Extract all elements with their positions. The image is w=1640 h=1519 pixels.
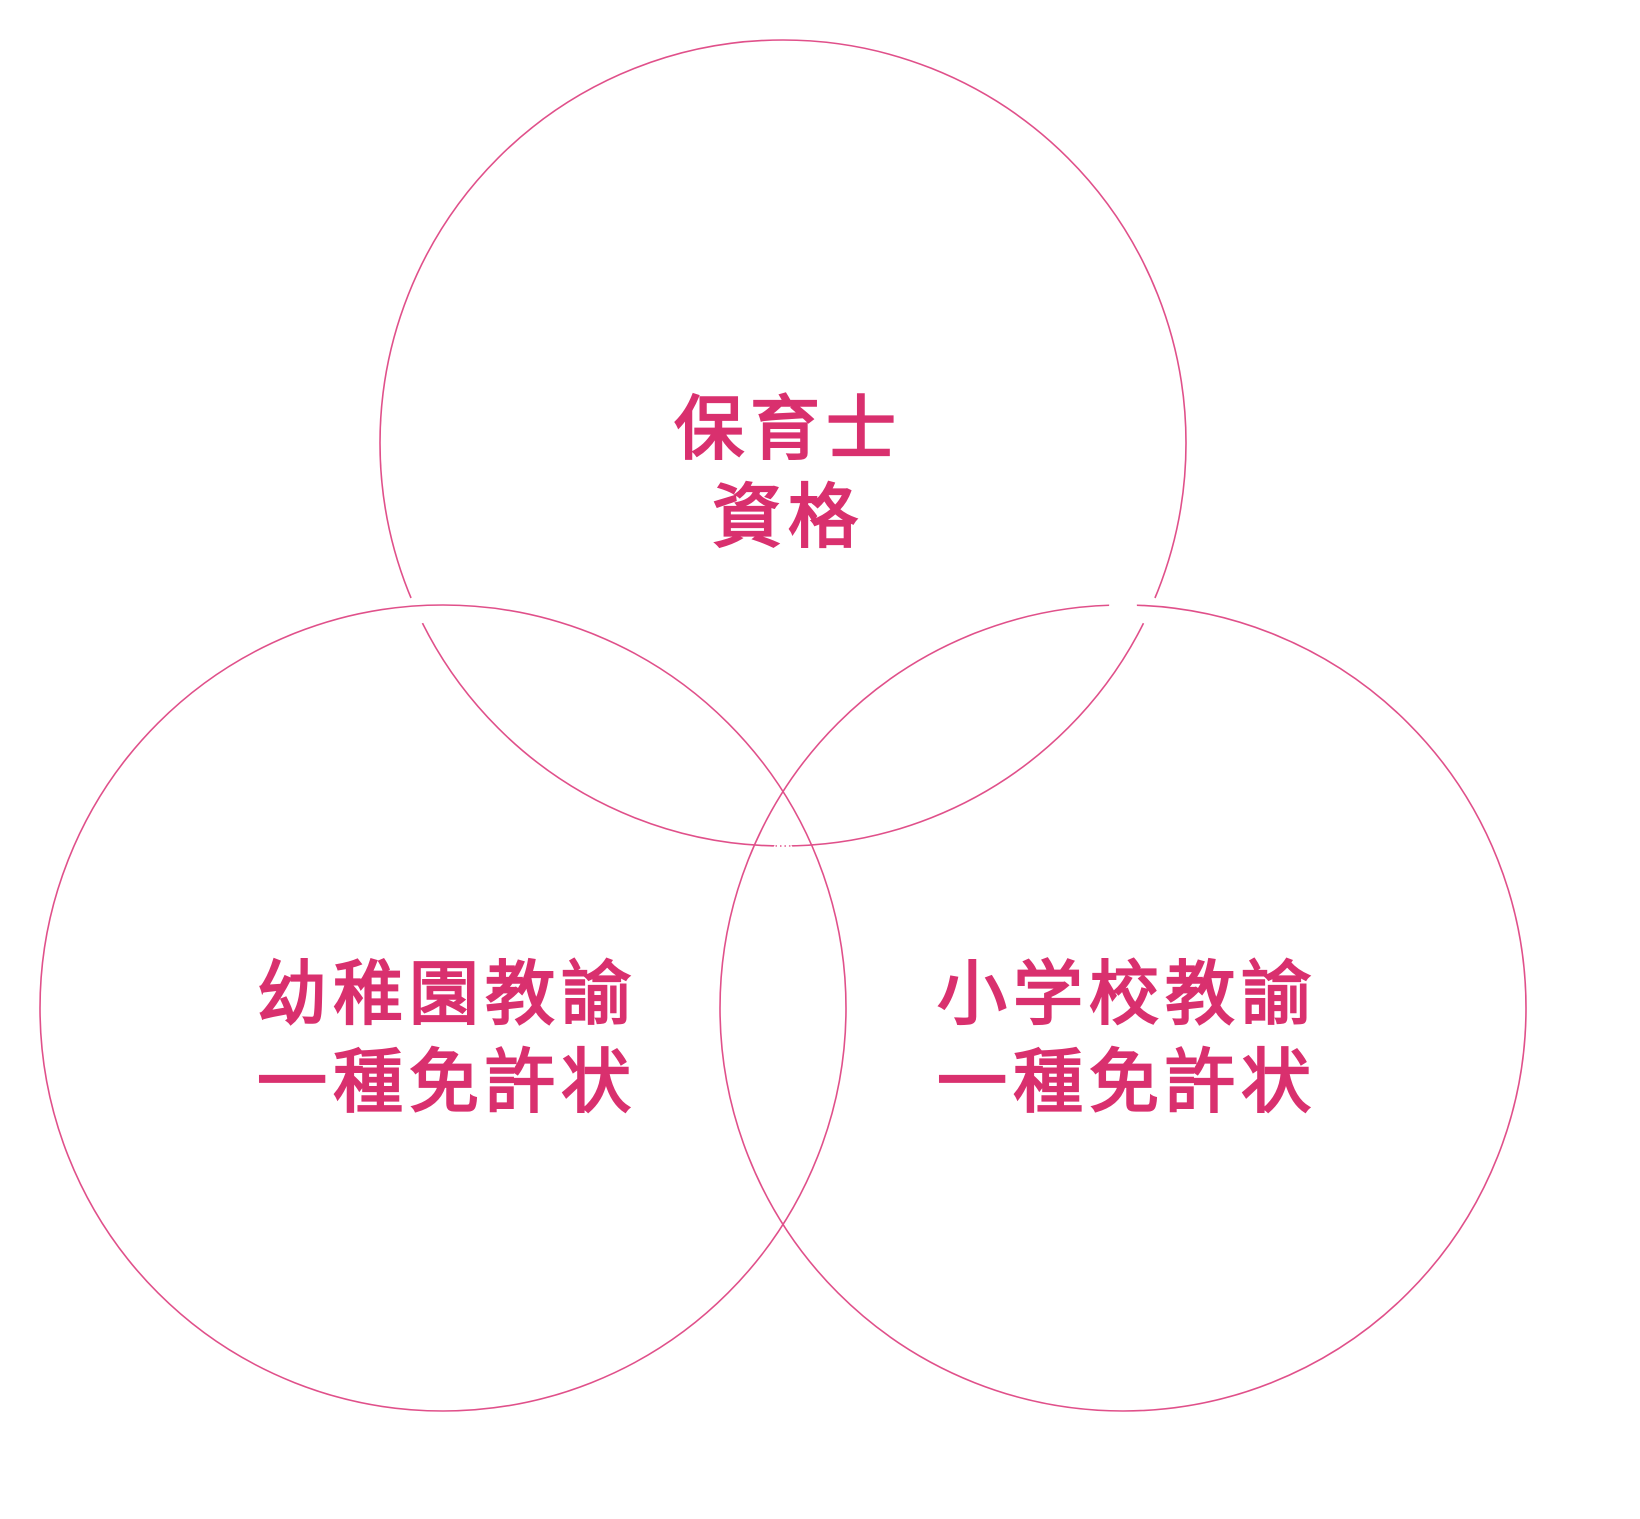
circle-right [719, 604, 1527, 1412]
center-dotted-region [748, 822, 818, 892]
label-kindergarten-line1: 幼稚園教諭 [257, 952, 637, 1035]
label-kindergarten-line2: 一種免許状 [257, 1039, 637, 1123]
circle-top [379, 39, 1187, 847]
circle-left [39, 604, 847, 1412]
label-elementary-line1: 小学校教諭 [937, 952, 1317, 1035]
label-hoikushi-line1: 保育士 [674, 387, 902, 470]
label-hoikushi-line2: 資格 [712, 474, 864, 558]
label-elementary-license: 小学校教諭 一種免許状 [937, 950, 1317, 1125]
label-kindergarten-license: 幼稚園教諭 一種免許状 [257, 950, 637, 1125]
label-elementary-line2: 一種免許状 [937, 1039, 1317, 1123]
label-hoikushi: 保育士 資格 [674, 385, 902, 560]
